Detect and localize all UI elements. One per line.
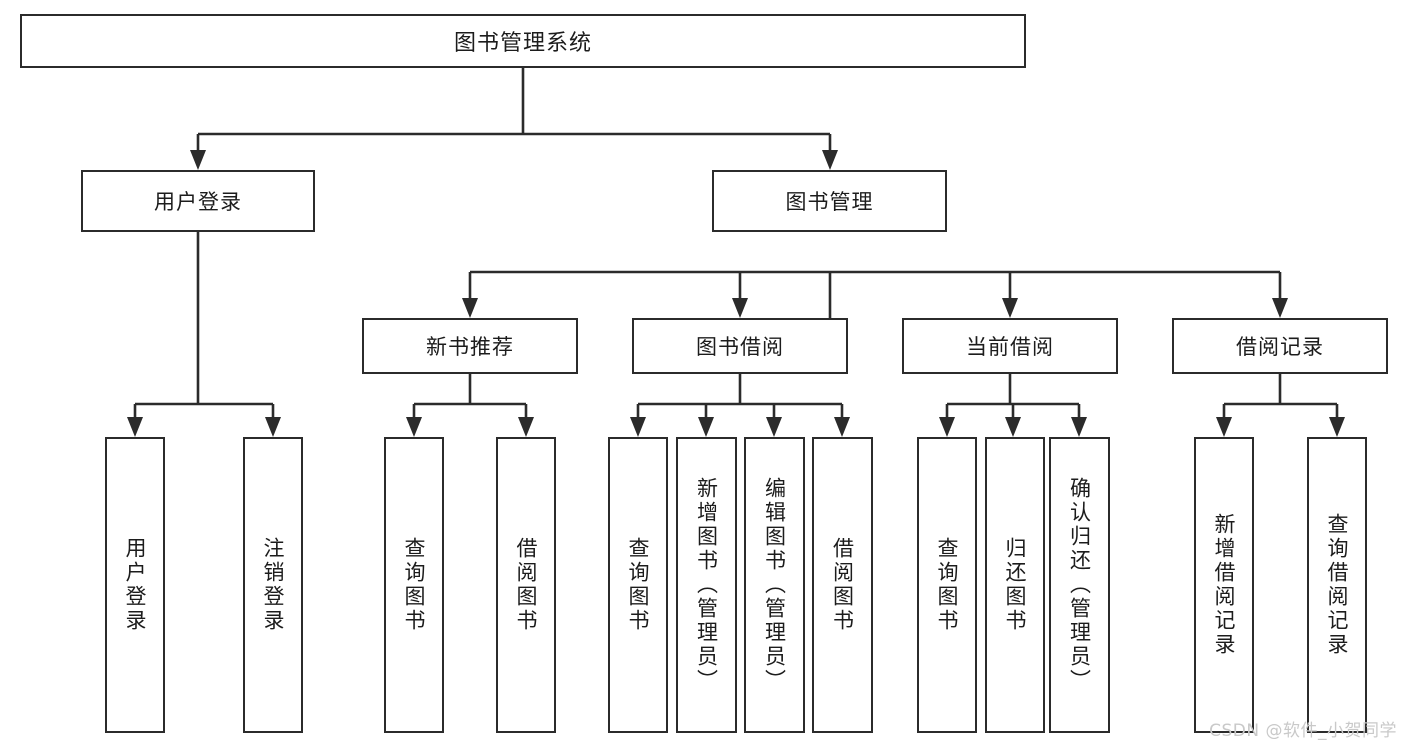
node-label: 借阅图书 [830,537,855,633]
leaf-current-query-book[interactable]: 查询图书 [917,437,977,733]
node-borrow-record[interactable]: 借阅记录 [1172,318,1388,374]
node-label: 用户登录 [154,190,242,214]
node-label: 新书推荐 [426,335,514,359]
node-label: 查询图书 [402,537,427,633]
node-label: 新增图书（管理员） [694,477,719,693]
leaf-borrow-borrow-book[interactable]: 借阅图书 [812,437,873,733]
leaf-new-book-borrow[interactable]: 借阅图书 [496,437,556,733]
node-label: 归还图书 [1003,537,1028,633]
node-label: 用户登录 [123,537,148,633]
leaf-new-book-query[interactable]: 查询图书 [384,437,444,733]
node-book-management[interactable]: 图书管理 [712,170,947,232]
leaf-record-query-record[interactable]: 查询借阅记录 [1307,437,1367,733]
leaf-current-return-book[interactable]: 归还图书 [985,437,1045,733]
node-user-login[interactable]: 用户登录 [81,170,315,232]
node-label: 注销登录 [261,537,286,633]
node-book-borrow[interactable]: 图书借阅 [632,318,848,374]
leaf-borrow-add-book-admin[interactable]: 新增图书（管理员） [676,437,737,733]
leaf-record-add-record[interactable]: 新增借阅记录 [1194,437,1254,733]
node-label: 借阅记录 [1236,335,1324,359]
node-label: 借阅图书 [514,537,539,633]
node-label: 确认归还（管理员） [1067,477,1092,693]
csdn-watermark: CSDN @软件_小贺同学 [1209,721,1397,741]
node-root-system[interactable]: 图书管理系统 [20,14,1026,68]
node-label: 查询图书 [626,537,651,633]
node-current-borrow[interactable]: 当前借阅 [902,318,1118,374]
leaf-borrow-query-book[interactable]: 查询图书 [608,437,668,733]
node-label: 当前借阅 [966,335,1054,359]
node-label: 查询图书 [935,537,960,633]
node-label: 图书借阅 [696,335,784,359]
node-label: 图书管理系统 [453,31,592,56]
leaf-current-confirm-return-admin[interactable]: 确认归还（管理员） [1049,437,1110,733]
node-label: 编辑图书（管理员） [762,477,787,693]
node-new-book-recommend[interactable]: 新书推荐 [362,318,578,374]
leaf-user-login-signout[interactable]: 注销登录 [243,437,303,733]
node-label: 新增借阅记录 [1212,513,1237,657]
leaf-borrow-edit-book-admin[interactable]: 编辑图书（管理员） [744,437,805,733]
node-label: 图书管理 [785,190,874,214]
node-label: 查询借阅记录 [1325,513,1350,657]
leaf-user-login-signin[interactable]: 用户登录 [105,437,165,733]
